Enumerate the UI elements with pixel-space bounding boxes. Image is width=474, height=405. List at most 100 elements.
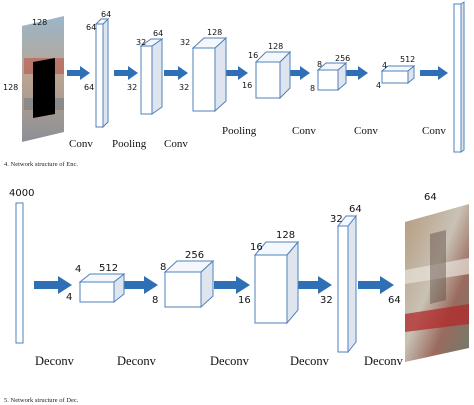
layer-width-label: 64 [86,23,96,32]
decoder-layer-3: 128 16 16 [238,230,300,325]
layer-height-label: 32 [179,83,189,92]
layer-height-label: 8 [310,84,315,93]
layer-height-label: 32 [320,295,333,306]
arrow-icon [122,276,158,294]
operation-label: Deconv [364,354,404,368]
layer-front-face [79,281,115,303]
input-width-label: 128 [32,18,47,27]
decoder-caption: 5. Network structure of Dec. [4,397,79,404]
layer-front-face [15,202,24,344]
encoder-layer-2: 64 32 32 [127,29,164,115]
output-width-label: 64 [424,192,437,203]
layer-side-face [102,17,109,129]
layer-front-face [95,23,104,128]
arrow-icon [67,66,90,80]
layer-width-label: 32 [330,214,343,225]
decoder-input-vector: 4000 [9,188,34,344]
decoder-arrows [34,276,394,294]
encoder-layer-1: 64 64 64 [84,10,111,129]
encoder-output-vector [453,1,465,153]
layer-width-label: 4 [382,61,387,70]
arrow-icon [114,66,138,80]
arrow-icon [34,276,72,294]
encoder-layer-3: 128 32 32 [179,28,228,113]
arrow-icon [298,276,332,294]
encoder-caption: 4. Network structure of Enc. [4,161,78,168]
operation-label: Conv [164,138,188,150]
layer-side-face [286,240,299,325]
layer-front-face [317,69,339,91]
layer-depth-label: 64 [153,29,163,38]
layer-width-label: 4 [75,264,81,275]
operation-label: Pooling [112,138,147,150]
layer-front-face [453,3,462,153]
layer-depth-label: 64 [101,10,111,19]
encoder-diagram: 128 128 64 64 64 64 32 [3,1,465,168]
layer-depth-label: 128 [276,230,295,241]
encoder-layer-6: 512 4 4 [376,55,416,90]
arrow-icon [164,66,188,80]
street-photo-detail [430,230,446,304]
operation-label: Deconv [35,354,75,368]
arrow-icon [222,66,248,80]
layer-width-label: 8 [317,60,322,69]
arrow-icon [358,276,394,294]
operation-label: Conv [422,125,446,137]
operation-label: Pooling [222,125,257,137]
layer-front-face [255,61,281,99]
operation-label: Conv [69,138,93,150]
layer-height-label: 64 [84,83,94,92]
encoder-input-image: 128 128 [3,16,64,142]
arrow-icon [288,66,310,80]
street-photo-detail [405,304,469,332]
encoder-arrows [67,66,448,80]
layer-front-face [192,47,216,112]
operation-label: Conv [292,125,316,137]
layer-depth-label: 256 [335,54,350,63]
layer-front-face [337,225,349,353]
street-photo-detail [405,258,469,284]
layer-depth-label: 64 [349,204,362,215]
layer-front-face [381,70,409,84]
arrow-icon [420,66,448,80]
encoder-layer-5: 256 8 8 [310,54,350,93]
layer-depth-label: 256 [185,250,204,261]
arrow-icon [346,66,368,80]
layer-front-face [140,45,153,115]
layer-width-label: 32 [180,38,190,47]
decoder-layer-4: 64 32 32 [320,204,362,354]
layer-height-label: 16 [242,81,252,90]
layer-height-label: 16 [238,295,251,306]
decoder-output-image: 64 64 [388,192,469,362]
layer-side-face [214,36,227,113]
decoder-layer-2: 256 8 8 [152,250,215,309]
layer-height-label: 4 [66,292,72,303]
layer-side-face [347,214,357,354]
input-height-label: 128 [3,83,18,92]
input-vector-label: 4000 [9,188,34,199]
operation-label: Deconv [210,354,250,368]
layer-height-label: 4 [376,81,381,90]
arrow-icon [214,276,250,294]
encoder-layer-4: 128 16 16 [242,42,292,100]
layer-height-label: 32 [127,83,137,92]
operation-label: Deconv [290,354,330,368]
operation-label: Conv [354,125,378,137]
layer-front-face [164,271,202,308]
decoder-diagram: 4000 512 4 4 256 8 8 [4,188,469,404]
layer-width-label: 8 [160,262,166,273]
layer-width-label: 32 [136,38,146,47]
decoder-layer-1: 512 4 4 [66,263,126,304]
layer-depth-label: 512 [400,55,415,64]
layer-depth-label: 128 [268,42,283,51]
layer-depth-label: 128 [207,28,222,37]
decoder-operation-labels: Deconv Deconv Deconv Deconv Deconv [35,354,404,368]
layer-height-label: 8 [152,295,158,306]
operation-label: Deconv [117,354,157,368]
mask-region-icon [33,58,55,118]
layer-width-label: 16 [250,242,263,253]
encoder-operation-labels: Conv Pooling Conv Pooling Conv Conv Conv [69,125,446,150]
layer-side-face [151,38,163,115]
layer-width-label: 16 [248,51,258,60]
